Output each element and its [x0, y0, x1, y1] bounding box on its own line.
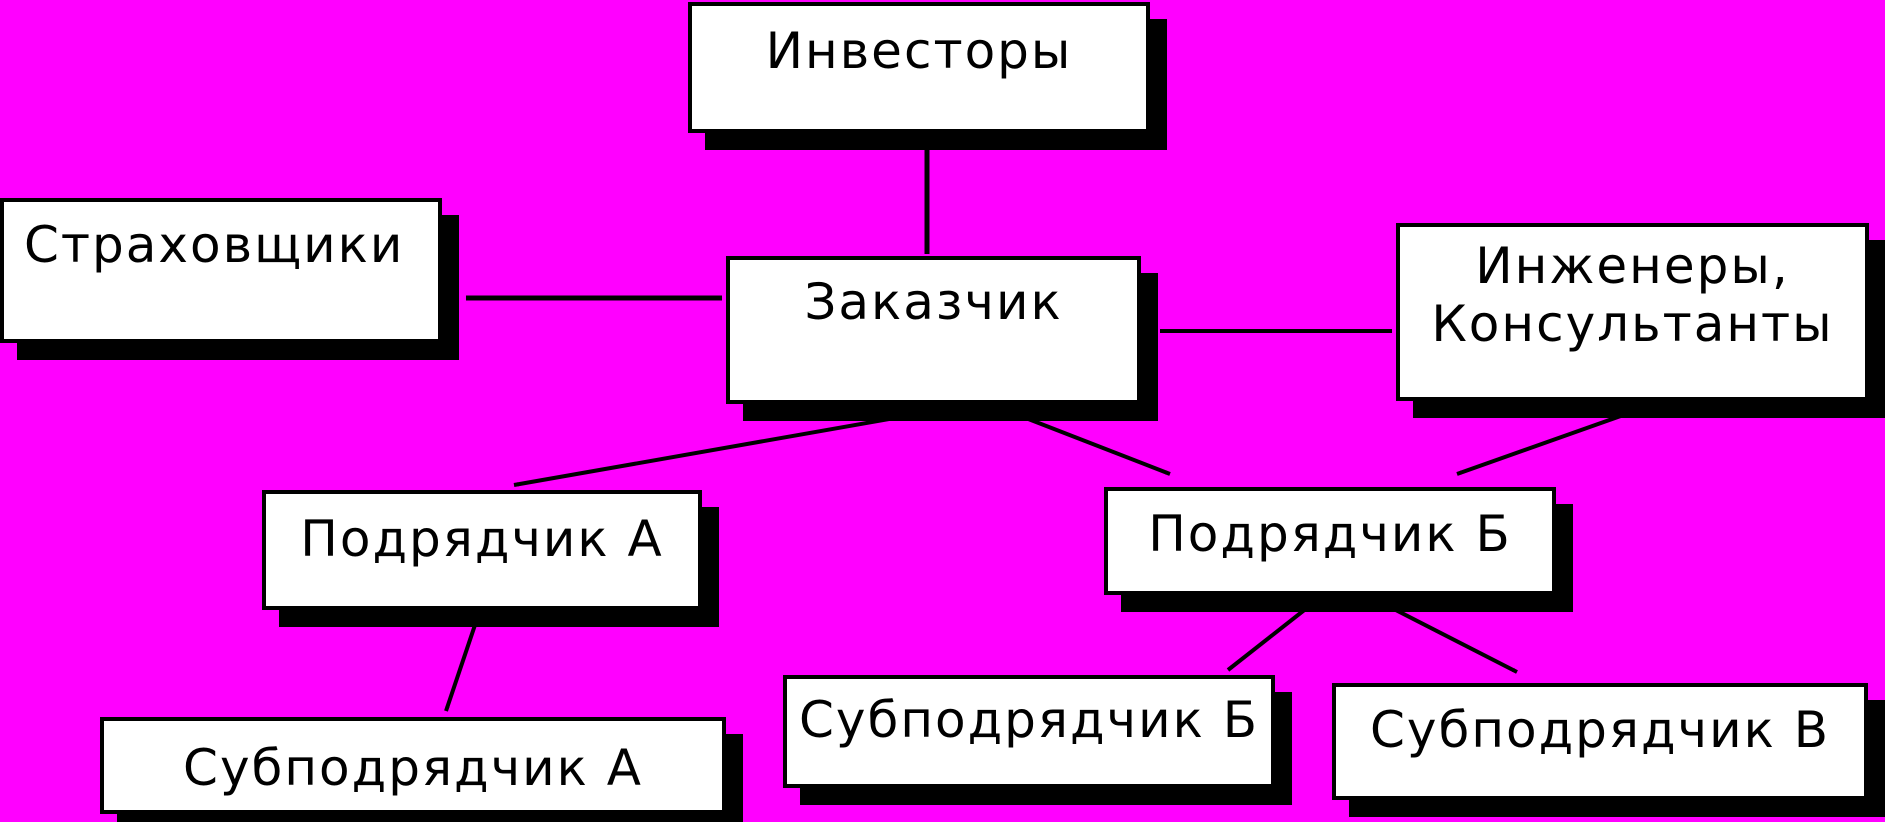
node-investors: Инвесторы: [688, 2, 1150, 133]
node-client-label: Заказчик: [804, 273, 1063, 331]
node-contractor-b-label: Подрядчик Б: [1148, 505, 1512, 563]
arrow-contractor-b-to-sub-v: [1383, 602, 1518, 674]
node-subcontractor-b-label: Субподрядчик Б: [798, 691, 1259, 749]
arrow-contractor-b-to-sub-b: [1226, 602, 1314, 672]
node-contractor-a-label: Подрядчик А: [300, 510, 664, 568]
node-subcontractor-a: Субподрядчик А: [100, 717, 726, 814]
arrow-engineers-to-contractor-b: [1456, 410, 1633, 476]
arrow-client-to-contractor-b: [1017, 413, 1171, 476]
node-contractor-b: Подрядчик Б: [1104, 487, 1556, 595]
node-engineers-consultants: Инженеры, Консультанты: [1396, 223, 1869, 401]
node-subcontractor-b: Субподрядчик Б: [783, 675, 1275, 788]
node-subcontractor-a-label: Субподрядчик А: [183, 739, 643, 797]
node-insurers-label: Страховщики: [24, 216, 405, 274]
node-subcontractor-v-label: Субподрядчик В: [1369, 701, 1830, 759]
arrow-contractor-a-to-sub-a: [444, 621, 478, 712]
node-engineers-label-line2: Консультанты: [1431, 295, 1834, 353]
node-client: Заказчик: [726, 256, 1141, 404]
node-insurers: Страховщики: [0, 198, 442, 343]
node-investors-label: Инвесторы: [765, 22, 1073, 80]
node-engineers-label: Инженеры, Консультанты: [1400, 237, 1865, 353]
node-subcontractor-v: Субподрядчик В: [1332, 683, 1868, 800]
node-contractor-a: Подрядчик А: [262, 490, 702, 610]
arrow-client-to-contractor-a: [513, 413, 913, 487]
node-engineers-label-line1: Инженеры,: [1475, 237, 1790, 295]
